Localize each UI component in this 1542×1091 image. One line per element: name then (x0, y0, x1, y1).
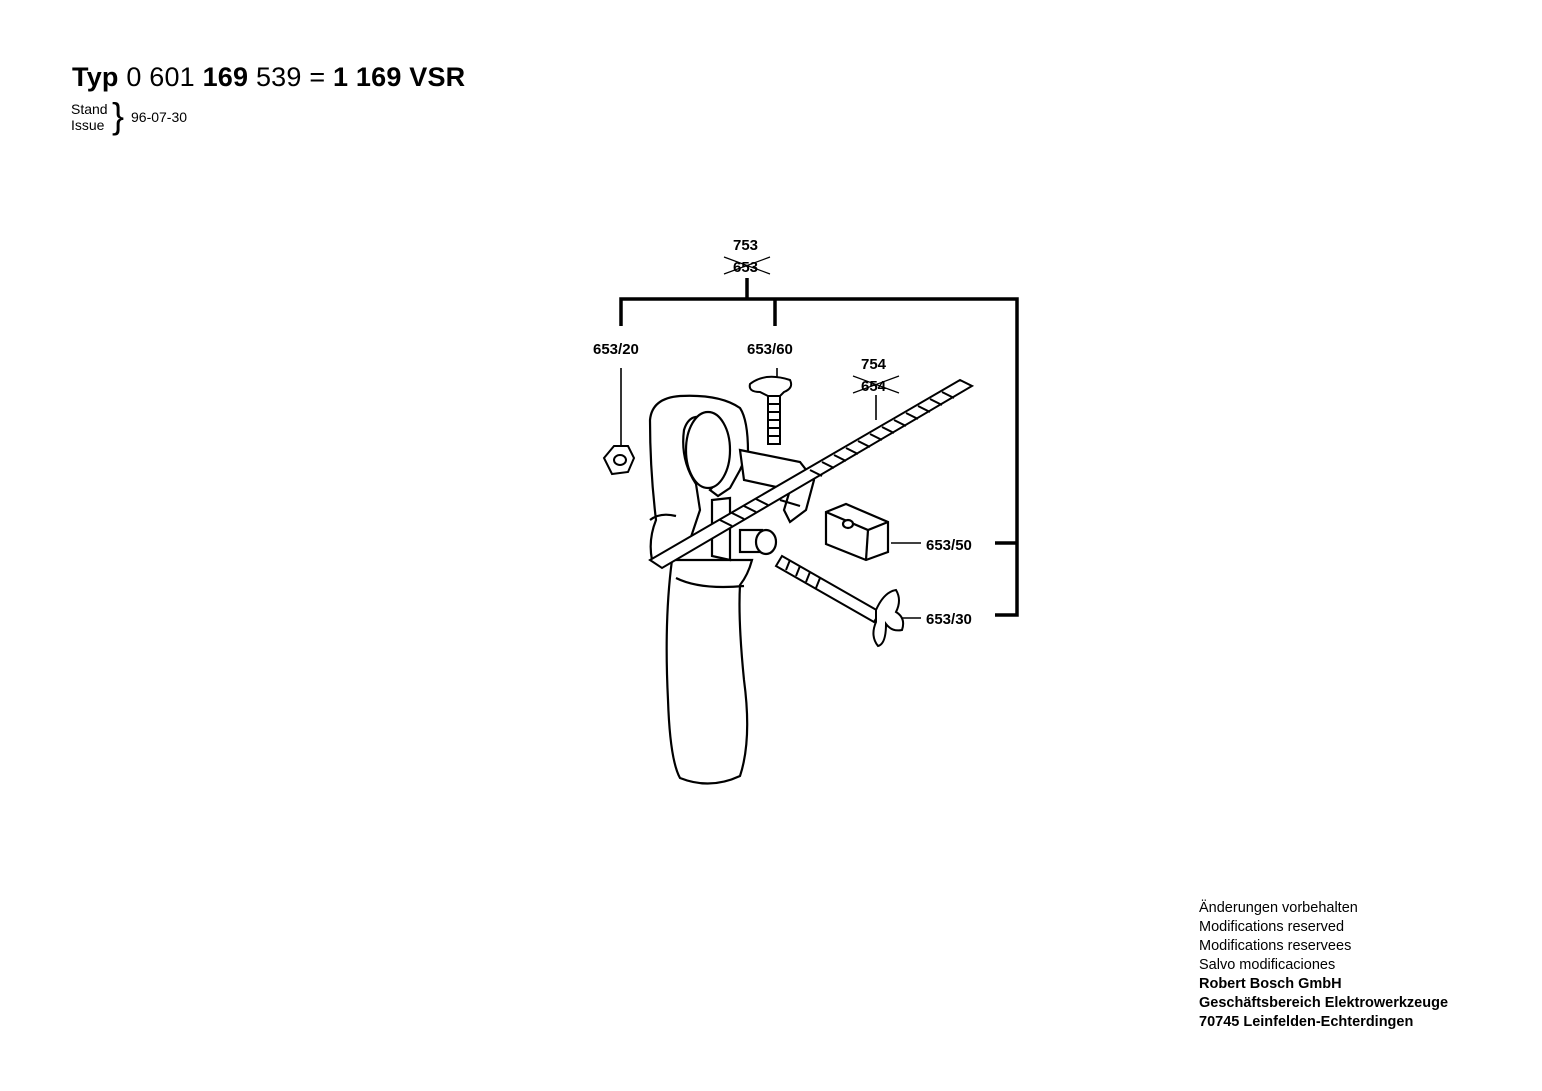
stand-label: Stand (71, 101, 108, 117)
part-number-c: 539 (255, 62, 302, 92)
part-number-a: 0 601 (126, 62, 195, 92)
callout-653-old: 653 (733, 259, 758, 276)
grouping-bracket (619, 278, 1019, 617)
equals-sign: = (309, 62, 326, 92)
callout-653-50: 653/50 (926, 537, 972, 554)
model-name: 1 169 VSR (332, 62, 466, 92)
footer-company: Robert Bosch GmbH (1199, 976, 1342, 992)
footer-division: Geschäftsbereich Elektrowerkzeuge (1199, 995, 1449, 1011)
footer-address: 70745 Leinfelden-Echterdingen (1199, 1014, 1414, 1030)
leader-lines (620, 368, 921, 619)
issue-label: Issue (71, 117, 105, 133)
issue-date: 96-07-30 (131, 109, 188, 125)
callout-653-20: 653/20 (593, 341, 639, 358)
footer-line-2: Modifications reserved (1199, 919, 1345, 935)
depth-block-drawing (824, 502, 890, 562)
callout-753: 753 (733, 237, 758, 254)
page-title: Typ 0 601 169 539 = 1 169 VSR (72, 62, 465, 93)
typ-label: Typ (72, 62, 119, 92)
footer-notice: Änderungen vorbehalten Modifications res… (1199, 899, 1448, 1032)
strike-marks (723, 256, 900, 394)
side-handle-drawing (648, 394, 816, 785)
brace-glyph: } (112, 95, 125, 136)
clamp-bolt-drawing (774, 554, 905, 648)
stand-issue-labels: Stand Issue (71, 101, 108, 133)
depth-rod-drawing (648, 378, 975, 570)
footer-line-4: Salvo modificaciones (1199, 957, 1336, 973)
callout-653-30: 653/30 (926, 611, 972, 628)
callout-654-old: 654 (861, 378, 887, 395)
footer-line-1: Änderungen vorbehalten (1199, 900, 1358, 916)
footer-line-3: Modifications reservees (1199, 938, 1352, 954)
callout-754: 754 (861, 356, 887, 373)
hex-nut-drawing (602, 445, 636, 476)
callout-653-60: 653/60 (747, 341, 793, 358)
wing-screw-drawing (748, 375, 793, 472)
part-number-b: 169 (202, 62, 249, 92)
